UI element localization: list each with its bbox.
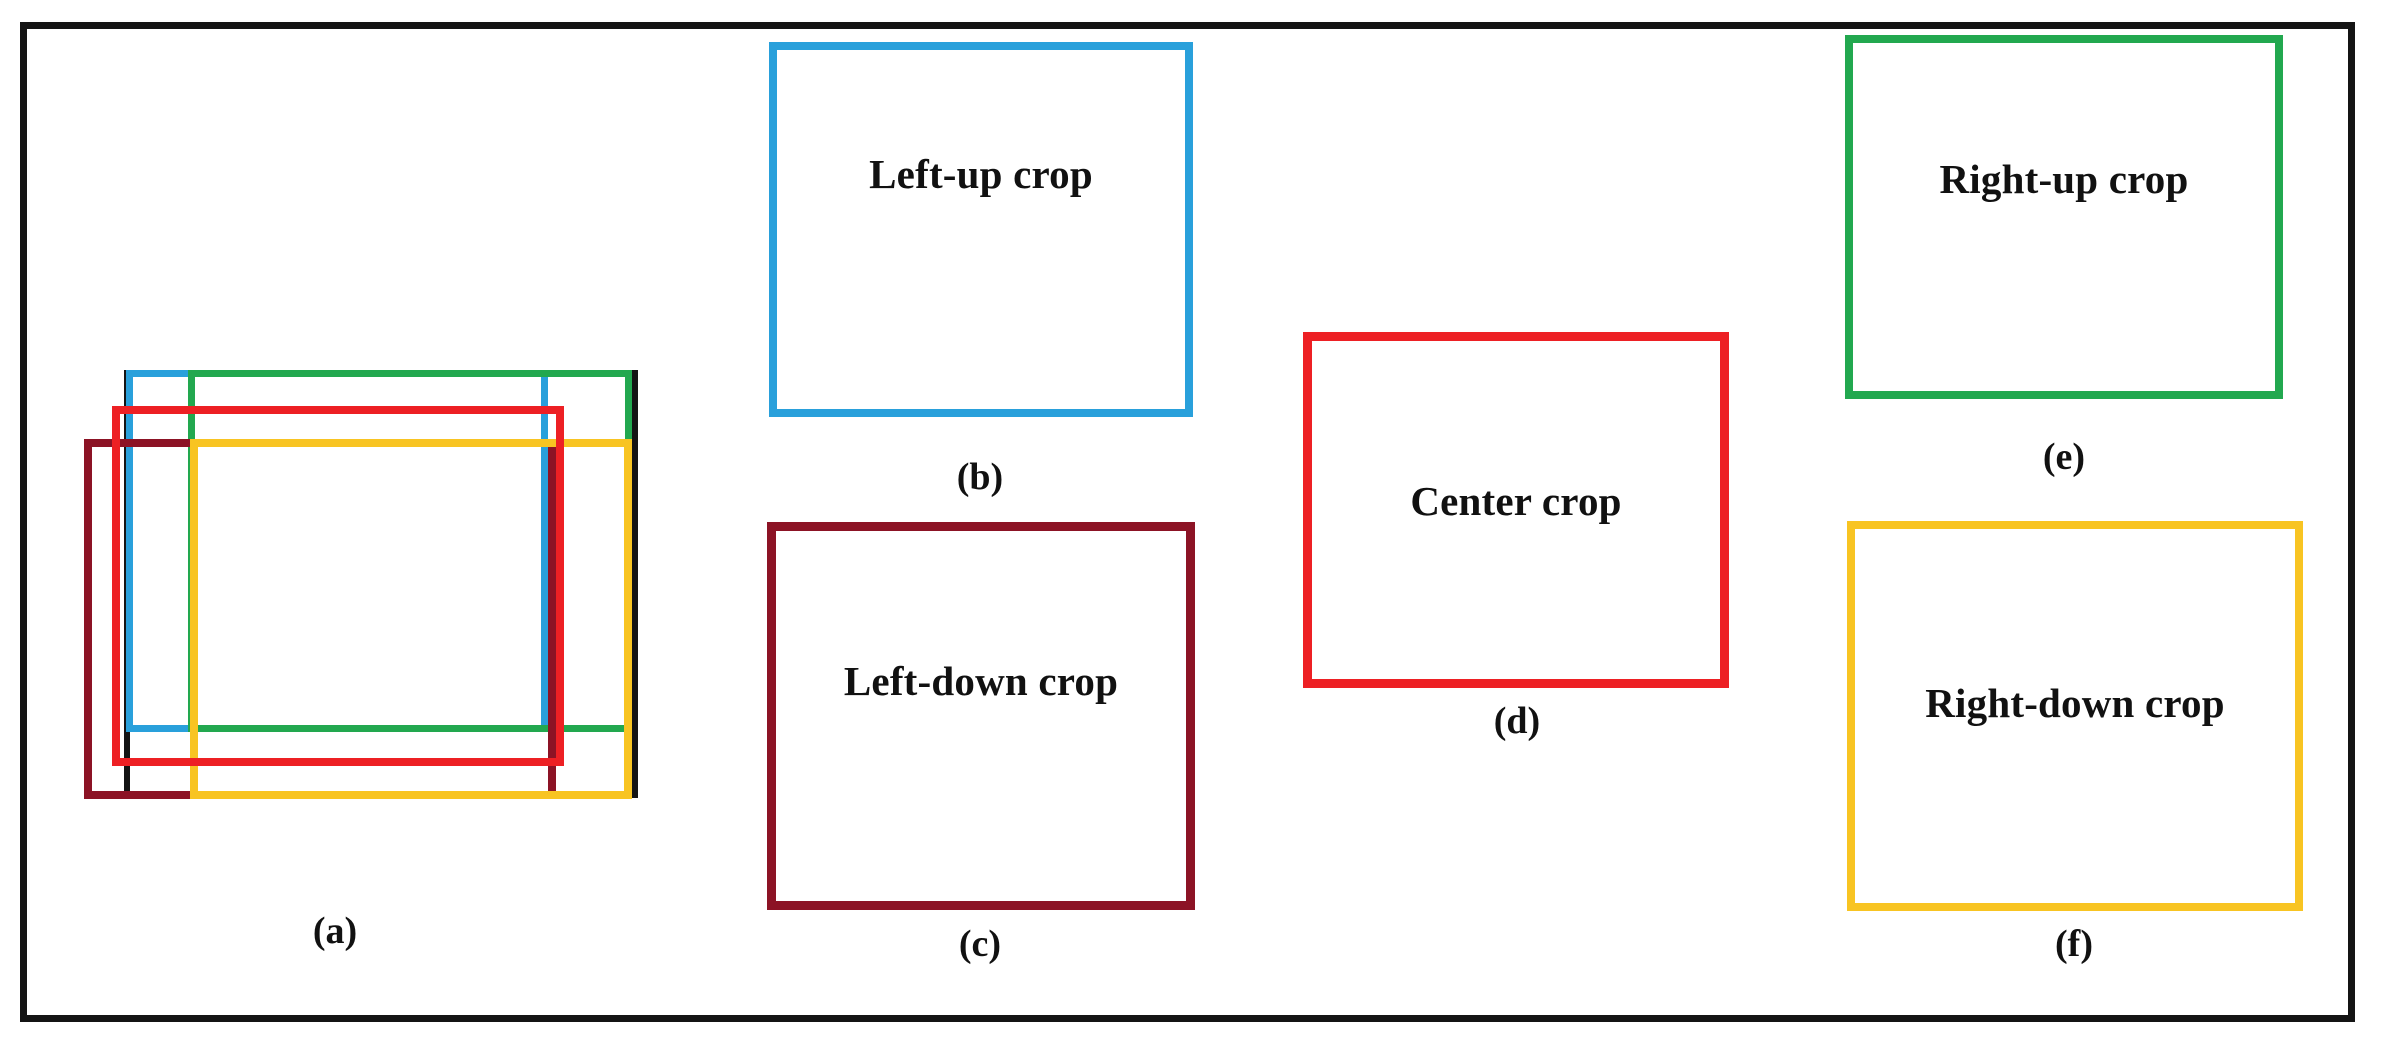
panel-c-crop-label: Left-down crop [843, 658, 1119, 704]
panel-f-right-down-crop: Right-down crop [1847, 521, 2303, 911]
panel-b-left-up-crop: Left-up crop [769, 42, 1193, 417]
panel-caption-f: (f) [2055, 923, 2093, 965]
center-crop-outline [112, 406, 564, 766]
panel-a-overlay-composite [27, 29, 2348, 1015]
figure-outer-border: (a) Left-up crop (b) Left-down crop (c) … [20, 22, 2355, 1022]
panel-f-crop-label: Right-down crop [1925, 680, 2225, 726]
panel-c-left-down-crop: Left-down crop [767, 522, 1195, 910]
panel-caption-b: (b) [956, 456, 1004, 498]
panel-caption-c: (c) [958, 923, 1002, 965]
panel-caption-d: (d) [1493, 700, 1541, 742]
panel-caption-e: (e) [2042, 436, 2086, 478]
panel-e-right-up-crop: Right-up crop [1845, 35, 2283, 399]
right-down-crop-outline [190, 439, 632, 799]
panel-d-center-crop: Center crop [1303, 332, 1729, 688]
panel-e-crop-label: Right-up crop [1939, 156, 2189, 202]
panel-caption-a: (a) [312, 910, 358, 952]
panel-d-crop-label: Center crop [1410, 478, 1622, 524]
panel-b-crop-label: Left-up crop [869, 151, 1093, 197]
